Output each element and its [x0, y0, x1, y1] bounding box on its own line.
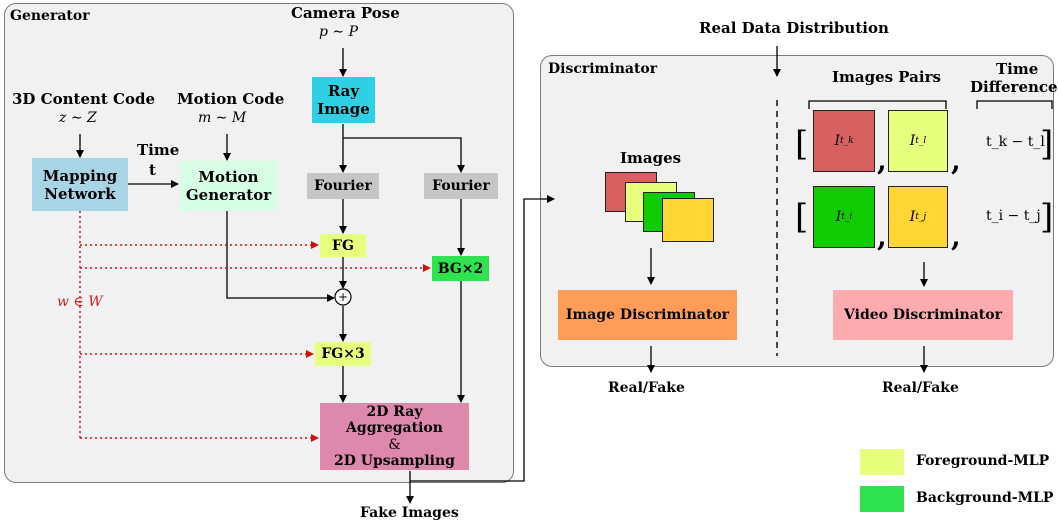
aggregation-line1: 2D Ray Aggregation — [346, 404, 443, 437]
motion-generator-label: Motion Generator — [185, 168, 272, 204]
time-diff-1: t_k − t_l — [986, 134, 1045, 150]
time-diff-2: t_i − t_j — [986, 208, 1041, 224]
time-label: Time — [137, 141, 180, 159]
real-fake-right: Real/Fake — [882, 380, 959, 396]
video-discriminator-label: Video Discriminator — [844, 307, 1002, 323]
real-fake-left: Real/Fake — [608, 380, 685, 396]
pair2-a-symbol: I — [835, 209, 842, 225]
content-code-math: z ∼ Z — [59, 110, 97, 126]
pair1-b-symbol: I — [909, 133, 916, 149]
image-discriminator-box: Image Discriminator — [558, 290, 737, 340]
aggregation-box: 2D Ray Aggregation & 2D Upsampling — [320, 403, 469, 470]
legend-background-swatch — [860, 486, 904, 512]
ray-image-box: Ray Image — [312, 77, 375, 123]
pair1-comma: , — [877, 144, 887, 177]
image-pairs-label: Images Pairs — [832, 68, 941, 86]
generator-title: Generator — [10, 8, 90, 24]
fg3-label: FG×3 — [321, 346, 365, 362]
motion-generator-box: Motion Generator — [180, 161, 277, 211]
camera-pose-math: p ∼ P — [319, 24, 359, 40]
bg2-label: BG×2 — [437, 260, 484, 277]
pair2-a-subscript: t_i — [841, 212, 853, 222]
content-code-label: 3D Content Code — [12, 90, 156, 108]
pair1-a-subscript: t_k — [839, 136, 854, 146]
pair1-a-symbol: I — [834, 133, 840, 149]
bg2-box: BG×2 — [432, 256, 489, 281]
time-diff-line2: Differences — [970, 78, 1058, 96]
legend-foreground-swatch — [860, 449, 904, 475]
pair2-b-symbol: I — [909, 209, 916, 225]
fourier-right-box: Fourier — [424, 173, 498, 199]
fg-box: FG — [320, 234, 366, 257]
fourier-left-label: Fourier — [314, 178, 372, 194]
pair1-close-bracket: ] — [1040, 124, 1054, 164]
fourier-right-label: Fourier — [432, 178, 490, 194]
pair2-comma: , — [877, 220, 887, 253]
stack-tile-yellow — [662, 198, 714, 242]
aggregation-line3: 2D Upsampling — [334, 452, 455, 469]
camera-pose-label: Camera Pose — [291, 4, 400, 22]
pair1-b-subscript: t_l — [915, 136, 927, 146]
legend-background-label: Background-MLP — [916, 490, 1054, 506]
legend-foreground-label: Foreground-MLP — [916, 453, 1050, 469]
mapping-network-box: Mapping Network — [32, 158, 128, 211]
fake-images-label: Fake Images — [360, 505, 459, 521]
fg3-box: FG×3 — [315, 342, 371, 366]
fourier-left-box: Fourier — [307, 173, 379, 199]
pair2-b-subscript: t_j — [915, 212, 927, 222]
images-label: Images — [620, 149, 682, 167]
pair1-trailing-comma: , — [951, 144, 961, 177]
pair2-trailing-comma: , — [951, 220, 961, 253]
sum-node-label: + — [337, 290, 349, 304]
fg-label: FG — [332, 237, 354, 254]
time-variable: t — [149, 161, 156, 179]
time-diff-line1: Time — [996, 60, 1039, 78]
real-data-label: Real Data Distribution — [699, 19, 889, 37]
ray-image-label: Ray Image — [317, 82, 370, 118]
mapping-network-label: Mapping Network — [42, 166, 118, 203]
motion-code-math: m ∼ M — [198, 110, 247, 126]
aggregation-line2: & — [388, 436, 401, 453]
motion-code-label: Motion Code — [177, 90, 285, 108]
pair2-close-bracket: ] — [1040, 197, 1054, 237]
video-discriminator-box: Video Discriminator — [833, 290, 1013, 340]
pair1-open-bracket: [ — [795, 124, 809, 164]
image-discriminator-label: Image Discriminator — [565, 307, 730, 323]
pair2-open-bracket: [ — [795, 197, 809, 237]
w-label: w ∈ W — [57, 294, 103, 310]
discriminator-title: Discriminator — [548, 61, 658, 77]
